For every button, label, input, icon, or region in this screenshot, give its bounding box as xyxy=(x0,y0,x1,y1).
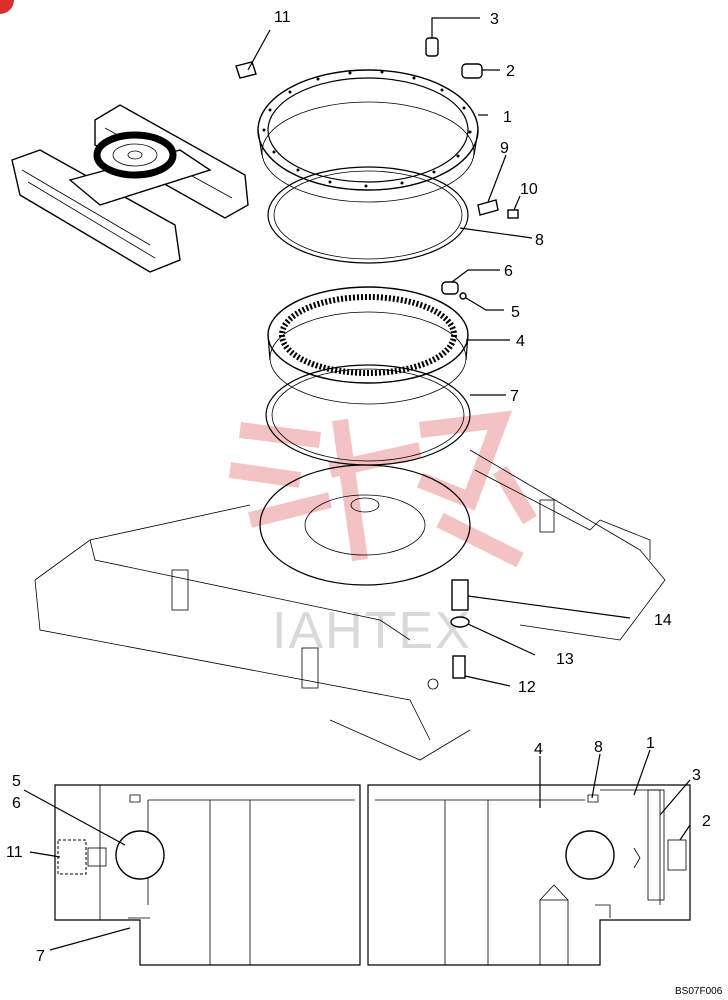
callout-section-1: 1 xyxy=(646,735,655,752)
upper-frame xyxy=(34,449,666,761)
part-11-grease-fitting xyxy=(235,29,271,79)
callout-section-11: 11 xyxy=(6,844,23,861)
part-1-outer-race xyxy=(257,69,488,203)
callout-7: 7 xyxy=(510,388,519,405)
callout-section-5: 5 xyxy=(12,773,21,790)
part-2-plug xyxy=(461,63,500,79)
callout-section-7: 7 xyxy=(36,948,45,965)
watermark-logo xyxy=(228,410,537,568)
red-circle-icon xyxy=(0,0,14,14)
callout-9: 9 xyxy=(500,140,509,157)
part-14-bushing xyxy=(451,579,631,619)
callout-4: 4 xyxy=(516,333,525,350)
callout-section-3: 3 xyxy=(692,767,701,784)
callout-1: 1 xyxy=(503,109,512,126)
part-13-washer xyxy=(450,616,536,656)
undercarriage-track-frame xyxy=(11,104,249,273)
callout-5: 5 xyxy=(511,304,520,321)
part-8-seal xyxy=(267,166,533,264)
callout-8: 8 xyxy=(535,232,544,249)
part-9-plate xyxy=(477,154,507,216)
part-5-ball xyxy=(459,292,504,311)
callout-11: 11 xyxy=(274,9,291,26)
callout-section-4: 4 xyxy=(534,741,543,758)
callout-10: 10 xyxy=(520,181,538,198)
part-3-pin xyxy=(425,17,480,57)
drawing-code: BS07F006 xyxy=(675,986,723,997)
callout-6: 6 xyxy=(504,263,513,280)
callout-section-6: 6 xyxy=(12,795,21,812)
section-view xyxy=(54,784,691,966)
callout-section-8: 8 xyxy=(594,739,603,756)
part-6-spacer xyxy=(441,269,500,295)
callout-13: 13 xyxy=(556,651,574,668)
callout-12: 12 xyxy=(518,679,536,696)
callout-2: 2 xyxy=(506,63,515,80)
watermark-text: IAHTEX xyxy=(272,602,472,660)
part-4-inner-gear-race xyxy=(267,286,510,405)
callout-14: 14 xyxy=(654,612,672,629)
part-10-bolt xyxy=(507,195,521,219)
part-12-bolt xyxy=(452,655,511,687)
callout-3: 3 xyxy=(490,11,499,28)
callout-section-2: 2 xyxy=(702,813,711,830)
